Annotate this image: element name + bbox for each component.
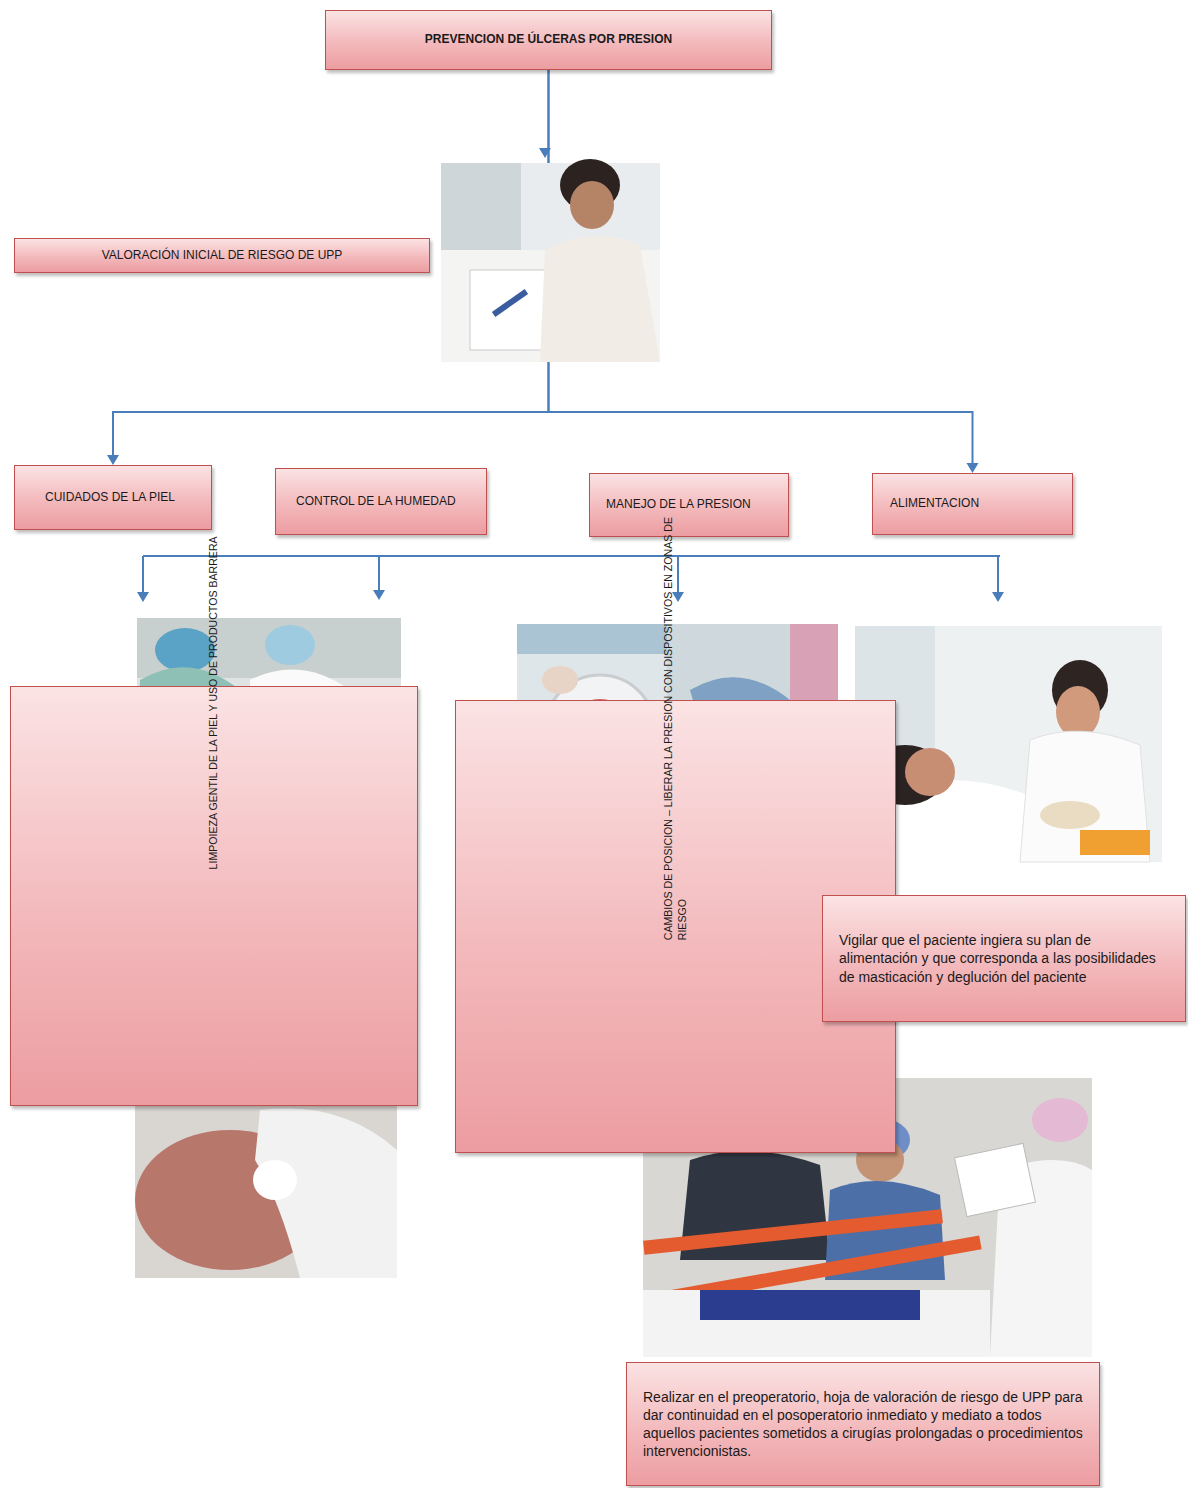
box-text: Vigilar que el paciente ingiera su plan … xyxy=(839,931,1169,986)
photo-nurse-writing xyxy=(441,159,660,362)
box-text: CONTROL DE LA HUMEDAD xyxy=(296,494,456,510)
vertical-label-box: LIMPOIEZA GENTIL DE LA PIEL Y USO DE PRO… xyxy=(10,686,418,1106)
process-box: Realizar en el preoperatorio, hoja de va… xyxy=(626,1362,1100,1486)
process-box: MANEJO DE LA PRESION xyxy=(589,473,789,537)
process-box: VALORACIÓN INICIAL DE RIESGO DE UPP xyxy=(14,238,430,273)
process-box: ALIMENTACION xyxy=(872,473,1073,535)
box-text: Realizar en el preoperatorio, hoja de va… xyxy=(643,1388,1083,1461)
photo-feeding xyxy=(855,626,1162,862)
box-text: VALORACIÓN INICIAL DE RIESGO DE UPP xyxy=(102,248,343,264)
process-box: CONTROL DE LA HUMEDAD xyxy=(275,468,487,535)
box-text: CAMBIOS DE POSICION – LIBERAR LA PRESION… xyxy=(662,507,690,940)
photo-heel xyxy=(135,1088,397,1278)
box-text: MANEJO DE LA PRESION xyxy=(606,497,751,513)
arrow-head xyxy=(539,148,551,158)
process-box: PREVENCION DE ÚLCERAS POR PRESION xyxy=(325,10,772,70)
box-text: PREVENCION DE ÚLCERAS POR PRESION xyxy=(425,32,672,48)
box-text: CUIDADOS DE LA PIEL xyxy=(45,490,175,506)
process-box: CUIDADOS DE LA PIEL xyxy=(14,465,212,530)
box-text: LIMPOIEZA GENTIL DE LA PIEL Y USO DE PRO… xyxy=(207,503,221,903)
branch-wiring xyxy=(143,556,1000,594)
box-text: ALIMENTACION xyxy=(890,496,979,512)
branch-heads xyxy=(137,590,1004,602)
process-box: Vigilar que el paciente ingiera su plan … xyxy=(822,895,1186,1022)
